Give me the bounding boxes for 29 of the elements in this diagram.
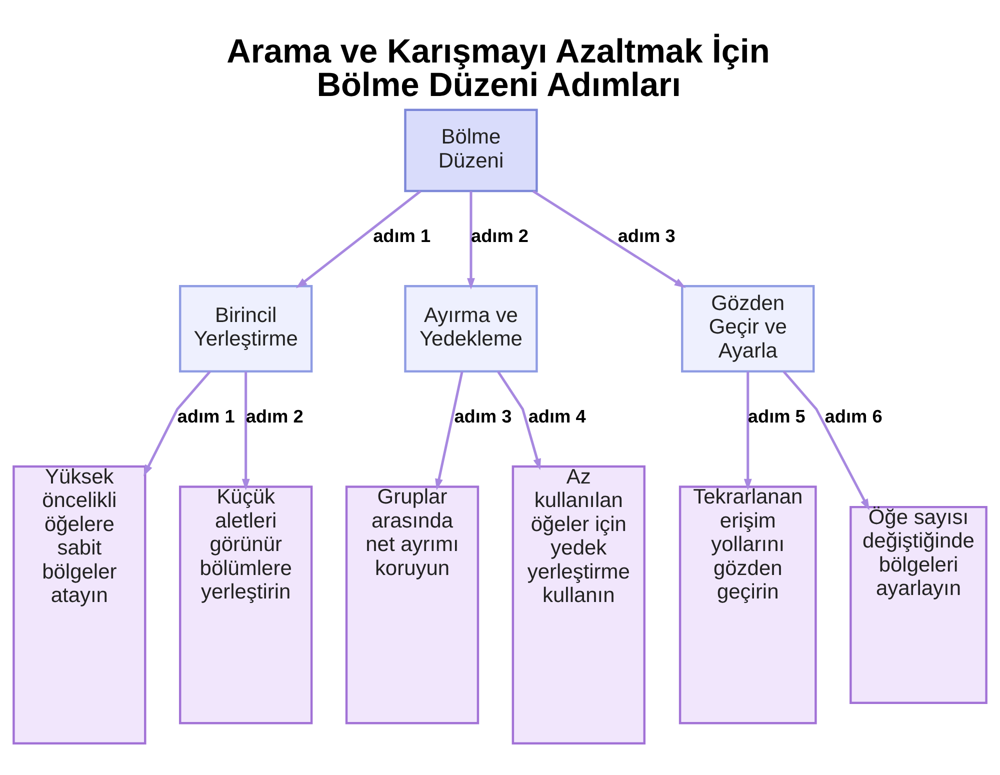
edge-label: adım 2 — [246, 406, 304, 426]
edge-label: adım 5 — [748, 406, 806, 426]
edge-label: adım 2 — [470, 226, 529, 246]
edge-label: adım 3 — [618, 226, 676, 246]
node-box: Bölme Düzeni — [404, 108, 538, 192]
arrow — [532, 190, 686, 288]
arrow — [467, 191, 475, 290]
arrow — [144, 370, 211, 476]
node-box: Birincil Yerleştirme — [178, 285, 313, 373]
arrow — [782, 370, 870, 510]
node-box: Az kullanılan öğeler için yedek yerleştirme kullanın — [512, 465, 646, 745]
node-box: Gözden Geçir ve Ayarla — [681, 285, 815, 373]
node-box: Ayırma ve Yedekleme — [404, 285, 538, 373]
node-box: Yüksek öncelikli öğelere sabit bölgeler atayın — [12, 465, 146, 745]
node-box: Küçük aletleri görünür bölümlere yerleştirin — [178, 486, 313, 724]
edge-label: adım 4 — [528, 406, 586, 426]
edge-label: adım 1 — [373, 226, 431, 246]
diagram-title: Arama ve Karışmayı Azaltmak İçin Bölme Düzeni Adımları — [226, 34, 770, 104]
arrow — [435, 371, 464, 490]
arrow — [744, 372, 752, 490]
arrow — [497, 370, 541, 470]
arrow — [242, 372, 250, 490]
edge-label: adım 6 — [824, 406, 882, 426]
node-box: Öğe sayısı değiştiğinde bölgeleri ayarlayın — [850, 506, 988, 704]
arrow — [296, 190, 422, 288]
edge-label: adım 3 — [454, 406, 512, 426]
edge-label: adım 1 — [177, 406, 235, 426]
node-box: Gruplar arasında net ayrımı koruyun — [345, 486, 480, 724]
node-box: Tekrarlanan erişim yollarını gözden geçirin — [678, 486, 817, 724]
